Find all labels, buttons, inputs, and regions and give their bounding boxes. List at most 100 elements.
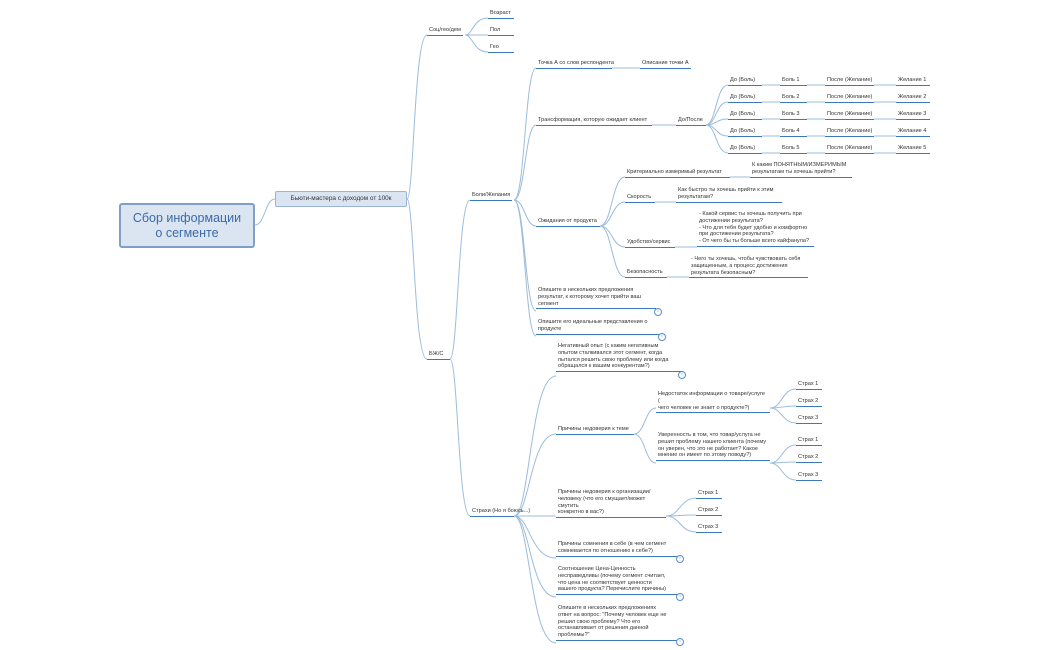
node-before-after[interactable]: До/После bbox=[676, 117, 706, 126]
connector bbox=[449, 199, 471, 360]
info-icon[interactable]: i bbox=[654, 308, 662, 316]
connector bbox=[513, 199, 537, 312]
connector bbox=[406, 198, 428, 360]
node-age[interactable]: Возраст bbox=[488, 10, 514, 19]
connector-lines bbox=[254, 17, 896, 644]
node-desire-2[interactable]: Желание 2 bbox=[896, 94, 930, 103]
node-convenience[interactable]: Удобство/сервис bbox=[625, 239, 675, 248]
node-distrust-org[interactable]: Причины недоверия к организации/ человек… bbox=[556, 489, 666, 519]
node-desire-5[interactable]: Желание 5 bbox=[896, 145, 930, 154]
info-icon[interactable]: i bbox=[658, 333, 666, 341]
node-desire-4[interactable]: Желание 4 bbox=[896, 128, 930, 137]
node-price-value[interactable]: Соотношение Цена-Ценность несправедливы … bbox=[556, 566, 678, 596]
node-pain-5[interactable]: Боль 5 bbox=[780, 145, 807, 154]
connector bbox=[599, 176, 626, 227]
node-pain-3[interactable]: Боль 3 bbox=[780, 111, 807, 120]
info-icon[interactable]: i bbox=[676, 593, 684, 601]
node-distrust-topic[interactable]: Причины недоверия к теме bbox=[556, 426, 634, 435]
connector bbox=[254, 198, 276, 226]
node-fear-1c[interactable]: Страх 1 bbox=[696, 490, 722, 499]
node-ideal-product[interactable]: Опишите его идеальные представления о пр… bbox=[536, 319, 660, 335]
connector bbox=[513, 199, 537, 337]
node-expectations[interactable]: Ожидания от продукта bbox=[536, 218, 600, 227]
node-fear-2c[interactable]: Страх 2 bbox=[696, 507, 722, 516]
node-lack-info[interactable]: Недостаток информации о товаре/услуге ( … bbox=[656, 391, 770, 414]
connector bbox=[705, 124, 729, 154]
node-before-pain-4[interactable]: До (Боль) bbox=[728, 128, 762, 137]
node-transformation[interactable]: Трансформация, которую ожидает клиент bbox=[536, 117, 652, 126]
node-before-pain-3[interactable]: До (Боль) bbox=[728, 111, 762, 120]
node-convenience-question[interactable]: - Какой сервис ты хочешь получить при до… bbox=[697, 211, 814, 247]
node-self-doubt[interactable]: Причины сомнения в себе (в чем сегмент с… bbox=[556, 541, 678, 557]
node-fear-3a[interactable]: Страх 3 bbox=[796, 415, 822, 424]
node-criterion-question[interactable]: К каким ПОНЯТНЫМ/ИЗМЕРИМЫМ результатам т… bbox=[750, 162, 852, 178]
connector bbox=[513, 199, 537, 227]
node-fears[interactable]: Страхи (Но я боюсь...) bbox=[470, 508, 530, 517]
node-point-a[interactable]: Точка А со слов респондента bbox=[536, 60, 614, 69]
root-node[interactable]: Сбор информации о сегменте bbox=[119, 203, 255, 248]
info-icon[interactable]: i bbox=[678, 371, 686, 379]
connector bbox=[665, 515, 697, 533]
node-criterion[interactable]: Критериально измеримый результат bbox=[625, 169, 730, 178]
node-fear-3b[interactable]: Страх 3 bbox=[796, 472, 822, 481]
connector bbox=[633, 407, 657, 435]
node-fear-1b[interactable]: Страх 1 bbox=[796, 437, 822, 446]
info-icon[interactable]: i bbox=[676, 555, 684, 563]
node-bzs[interactable]: БЖ/С bbox=[427, 351, 450, 360]
node-desire-3[interactable]: Желание 3 bbox=[896, 111, 930, 120]
node-before-pain-5[interactable]: До (Боль) bbox=[728, 145, 762, 154]
node-before-pain-2[interactable]: До (Боль) bbox=[728, 94, 762, 103]
connector bbox=[513, 67, 537, 201]
node-fear-3c[interactable]: Страх 3 bbox=[696, 524, 722, 533]
connector bbox=[599, 225, 626, 248]
connector bbox=[464, 34, 489, 53]
connector bbox=[513, 515, 557, 644]
connector bbox=[769, 462, 797, 481]
connector bbox=[599, 201, 626, 227]
node-speed-question[interactable]: Как быстро ты хочешь прийти к этим резул… bbox=[676, 187, 782, 203]
connector bbox=[513, 433, 557, 517]
connector bbox=[449, 358, 471, 517]
node-pain-2[interactable]: Боль 2 bbox=[780, 94, 807, 103]
connector bbox=[513, 515, 557, 559]
connector bbox=[599, 225, 626, 278]
connector bbox=[633, 433, 657, 464]
node-why-not-solved[interactable]: Опишите в нескольких предложениях ответ … bbox=[556, 605, 678, 641]
connector bbox=[513, 375, 557, 517]
node-safety-question[interactable]: - Чего ты хочешь, чтобы чувствовать себя… bbox=[689, 256, 808, 279]
node-fear-2a[interactable]: Страх 2 bbox=[796, 398, 822, 407]
info-icon[interactable]: i bbox=[676, 638, 684, 646]
connector bbox=[705, 101, 729, 126]
node-after-desire-1[interactable]: После (Желание) bbox=[825, 77, 874, 86]
node-describe-result[interactable]: Опишите в нескольких предложения результ… bbox=[536, 287, 656, 310]
node-point-a-desc[interactable]: Описание точки А bbox=[640, 60, 691, 69]
node-after-desire-5[interactable]: После (Желание) bbox=[825, 145, 874, 154]
connector bbox=[513, 124, 537, 201]
connector bbox=[769, 444, 797, 464]
connector bbox=[513, 515, 557, 598]
node-fear-2b[interactable]: Страх 2 bbox=[796, 454, 822, 463]
segment-node[interactable]: Бьюти-мастера с доходом от 100к bbox=[275, 191, 407, 207]
node-safety[interactable]: Безопасность bbox=[625, 269, 667, 278]
connector bbox=[769, 388, 797, 409]
connector bbox=[769, 407, 797, 424]
node-speed[interactable]: Скорость bbox=[625, 194, 655, 203]
node-geo[interactable]: Гео bbox=[488, 44, 514, 53]
node-socgeodem[interactable]: Соц/гео/дем bbox=[427, 27, 463, 36]
connector bbox=[406, 34, 428, 200]
node-pain-4[interactable]: Боль 4 bbox=[780, 128, 807, 137]
node-after-desire-3[interactable]: После (Желание) bbox=[825, 111, 874, 120]
node-pain-1[interactable]: Боль 1 bbox=[780, 77, 807, 86]
node-sex[interactable]: Пол bbox=[488, 27, 514, 36]
connector bbox=[665, 497, 697, 517]
node-pains-desires[interactable]: Боли/Желания bbox=[470, 192, 513, 201]
node-not-sure[interactable]: Уверенность в том, что товар/услуга не р… bbox=[656, 432, 770, 462]
node-fear-1a[interactable]: Страх 1 bbox=[796, 381, 822, 390]
node-after-desire-2[interactable]: После (Желание) bbox=[825, 94, 874, 103]
node-negative-experience[interactable]: Негативный опыт (с каким негативным опыт… bbox=[556, 343, 682, 373]
connector bbox=[464, 17, 489, 36]
node-after-desire-4[interactable]: После (Желание) bbox=[825, 128, 874, 137]
node-before-pain-1[interactable]: До (Боль) bbox=[728, 77, 762, 86]
node-desire-1[interactable]: Желание 1 bbox=[896, 77, 930, 86]
